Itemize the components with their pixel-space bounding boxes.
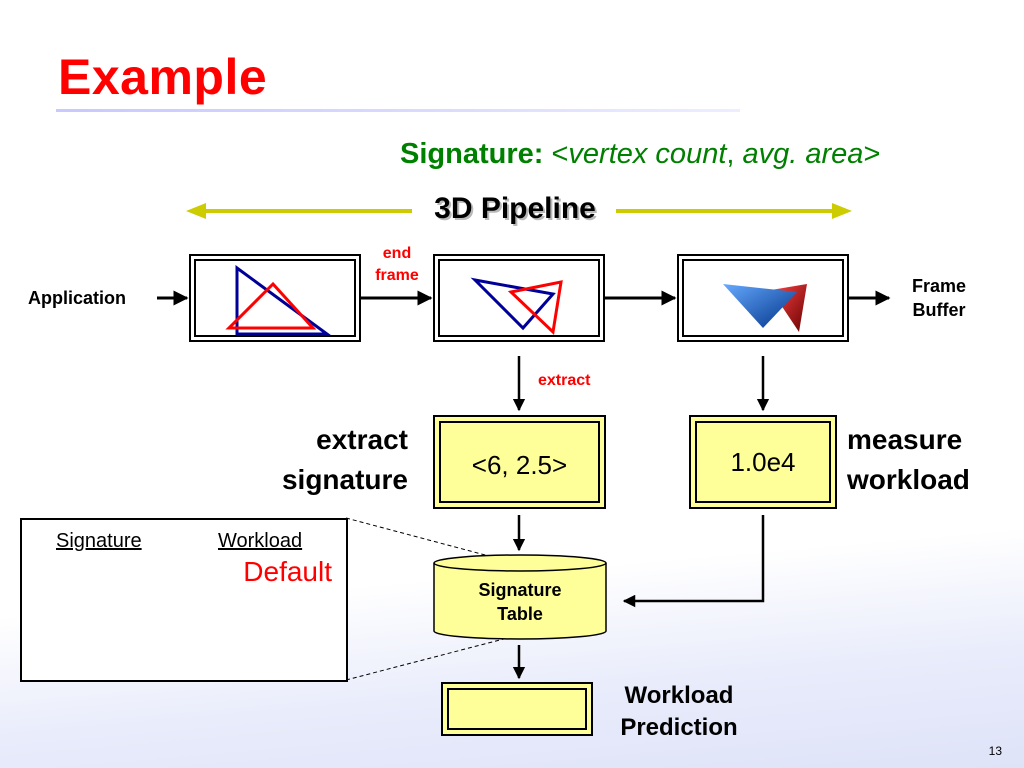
- extract-signature-label-line2: signature: [281, 464, 408, 495]
- workload-prediction-label-line1: Workload: [624, 682, 734, 709]
- signature-close-bracket: >: [863, 138, 881, 170]
- application-label: Application: [28, 288, 126, 308]
- frame-buffer-label-line1: Frame: [911, 276, 967, 296]
- signature-field-vertex-count: vertex count: [568, 138, 727, 170]
- pipeline-span-arrow: [186, 203, 852, 219]
- workload-value-box: 1.0e4: [689, 415, 837, 509]
- pipeline-stage-3: [677, 254, 849, 342]
- signature-value-box: <6, 2.5>: [433, 415, 606, 509]
- pipeline-stage-2: [433, 254, 605, 342]
- signature-table-label-line2: Table: [497, 604, 543, 624]
- signature-field-avg-area: avg. area: [742, 138, 864, 170]
- signature-comma: ,: [726, 138, 743, 170]
- workload-prediction-box: [441, 682, 593, 736]
- end-frame-label-line2: frame: [375, 267, 419, 284]
- pipeline-label: 3D Pipeline: [434, 192, 596, 225]
- signature-definition-label: Signature:: [400, 138, 544, 170]
- column-header-signature: Signature: [56, 530, 142, 552]
- extract-signature-label: extract signature: [236, 420, 408, 500]
- workload-prediction-label-line2: Prediction: [620, 714, 738, 741]
- signature-table-label: Signature Table: [430, 578, 610, 626]
- workload-prediction-label: Workload Prediction: [604, 680, 754, 744]
- extract-signature-label-line1: extract: [316, 424, 408, 455]
- signature-definition: Signature: <vertex count, avg. area>: [400, 138, 880, 171]
- signature-table-cylinder: [433, 554, 607, 640]
- measure-workload-label-line1: measure: [847, 424, 963, 455]
- transformed-triangles-icon: [470, 277, 563, 336]
- workload-value: 1.0e4: [730, 447, 796, 477]
- end-frame-label: end frame: [362, 243, 432, 287]
- slide-title: Example: [58, 49, 268, 105]
- column-header-workload: Workload: [218, 530, 303, 552]
- pipeline-stage-1: [189, 254, 361, 342]
- frame-buffer-label: Frame Buffer: [896, 274, 982, 322]
- signature-table-detail: Signature Workload Default: [20, 518, 348, 682]
- arrow-workload-to-table: [622, 515, 765, 608]
- end-frame-label-line1: end: [382, 245, 412, 262]
- overlapping-triangles-icon: [225, 265, 332, 336]
- title-divider: [56, 109, 740, 112]
- measure-workload-label: measure workload: [847, 420, 1017, 500]
- signature-open-bracket: <: [551, 138, 569, 170]
- frame-buffer-label-line2: Buffer: [912, 300, 966, 320]
- zoom-line-bottom: [345, 634, 520, 681]
- default-workload-value: Default: [243, 556, 332, 587]
- measure-workload-label-line2: workload: [847, 464, 970, 495]
- signature-value: <6, 2.5>: [471, 450, 568, 480]
- page-number: 13: [988, 744, 1002, 758]
- rendered-shape-icon: [723, 284, 807, 332]
- extract-label: extract: [538, 372, 591, 389]
- signature-table-label-line1: Signature: [478, 580, 562, 600]
